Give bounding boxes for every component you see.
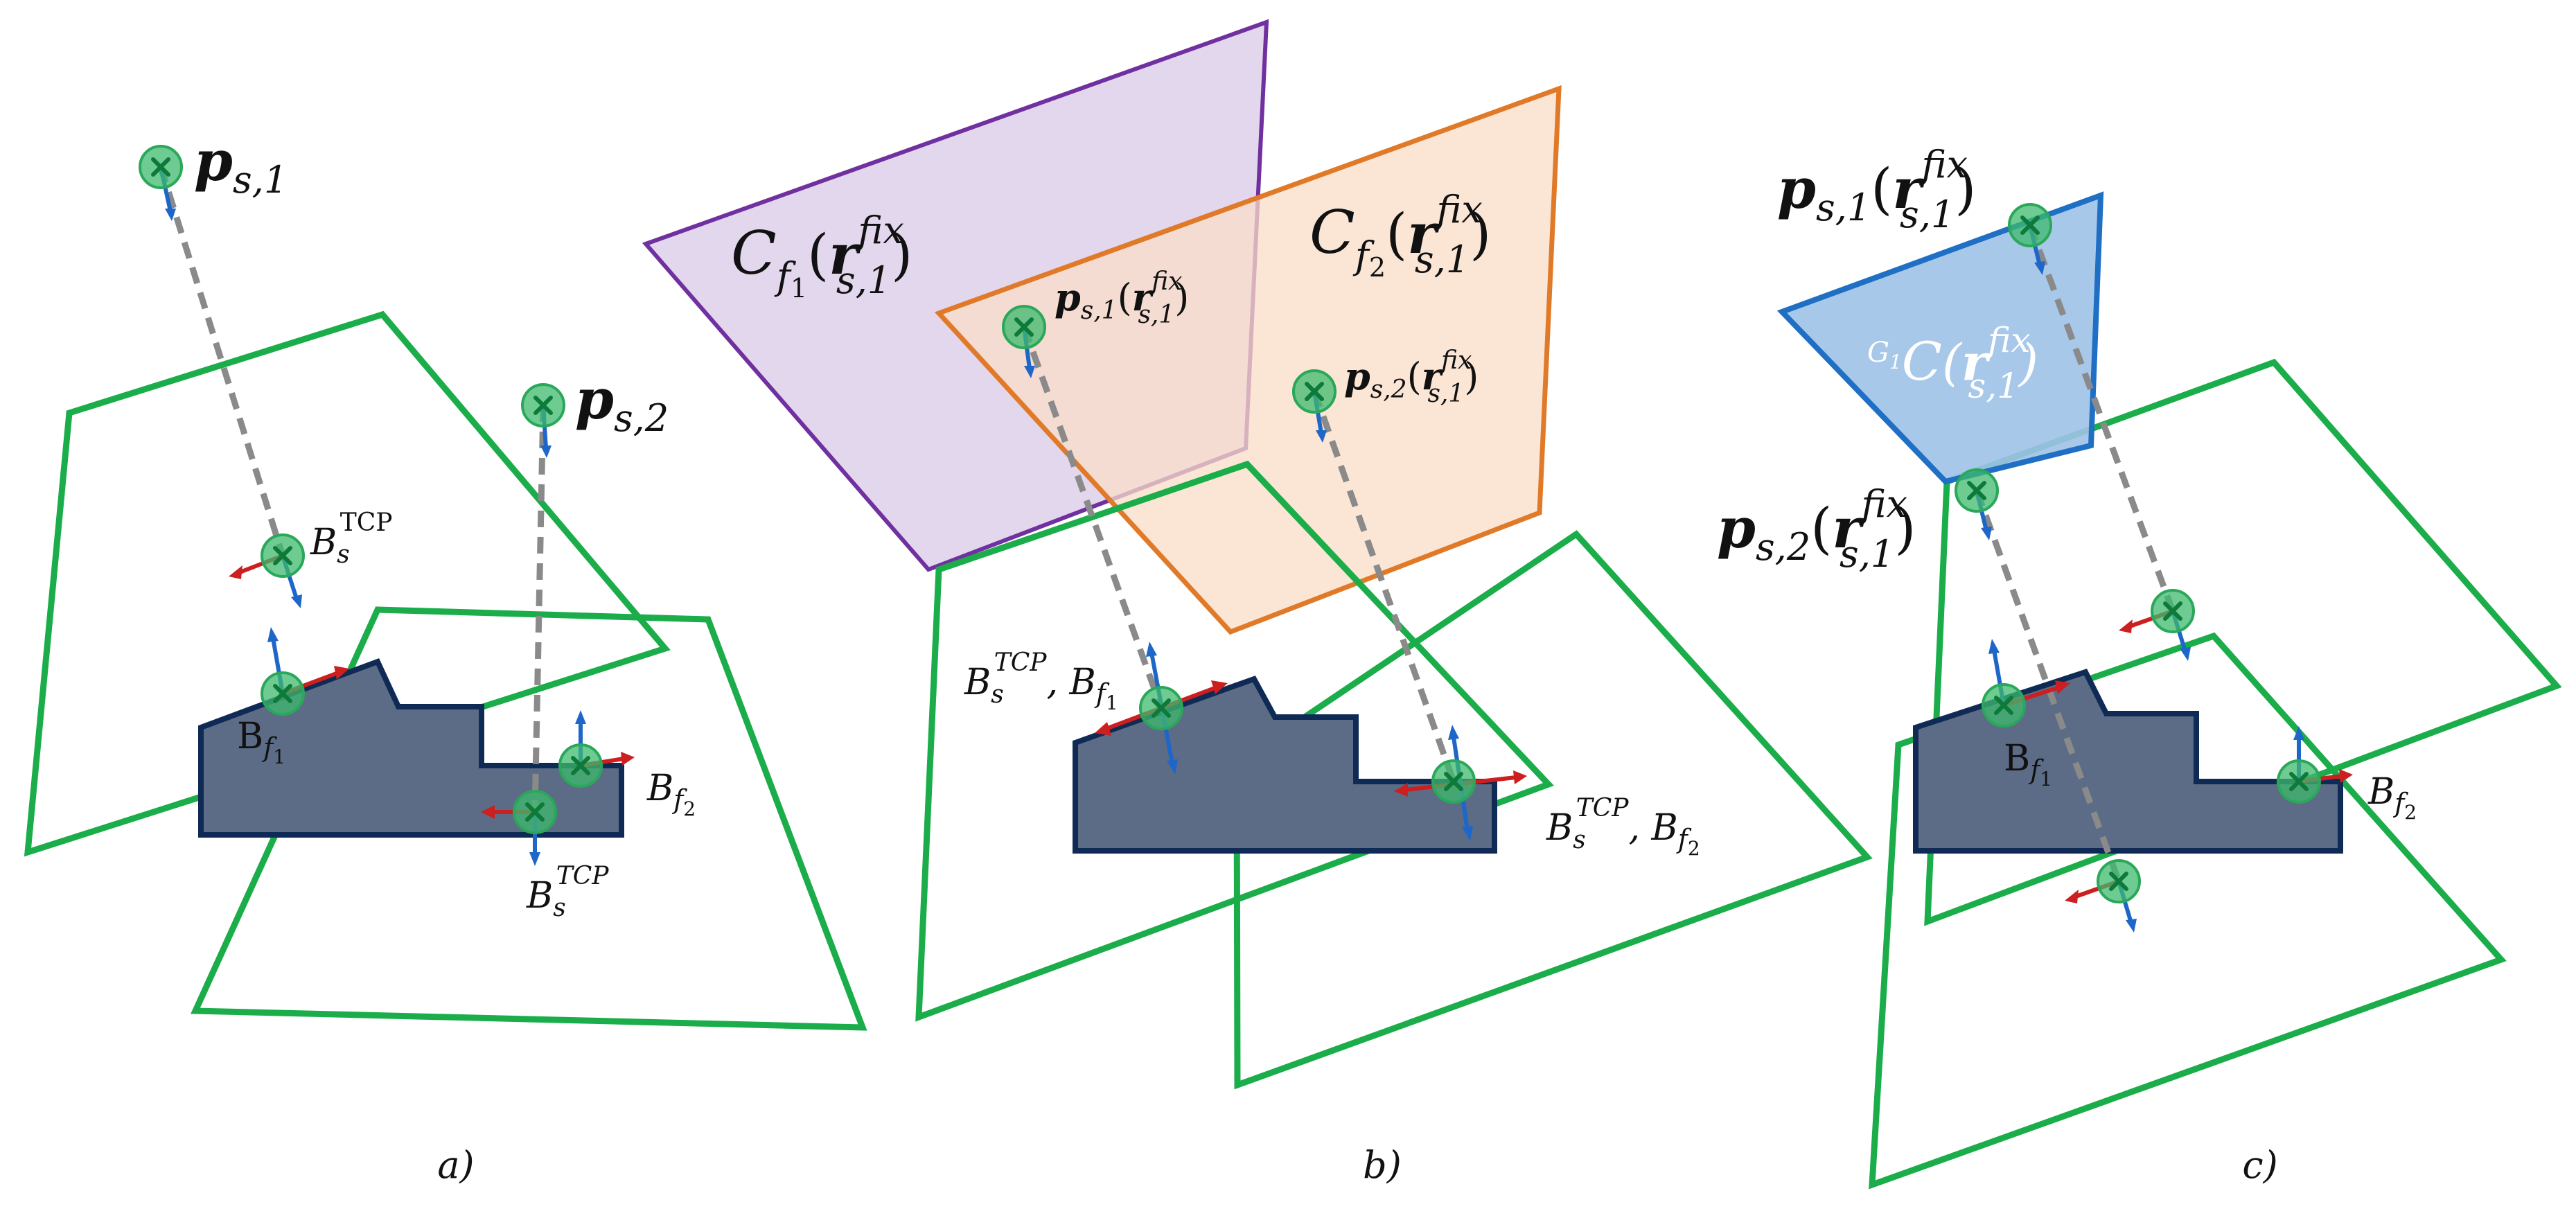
panel-caption: a): [437, 1143, 474, 1187]
label-bf2: Bf2: [646, 768, 696, 820]
panel-caption: c): [2242, 1143, 2277, 1187]
camera-plane: [1869, 632, 2507, 1190]
frame-marker: [521, 383, 565, 458]
tcp-feature-frame-marker: [1394, 725, 1527, 841]
label-bf2: Bf2: [2367, 771, 2417, 824]
feature-frame-marker: [1982, 639, 2070, 727]
label-bs-tcp: BsTCP: [526, 862, 609, 922]
cone-g1: [1776, 191, 2104, 485]
camera-plane: [915, 460, 1554, 1022]
label-bs-bf1: BsTCP, Bf1: [964, 648, 1118, 714]
label-bs-bf2: BsTCP, Bf2: [1546, 794, 1700, 860]
label-bs-tcp: BsTCP: [310, 509, 392, 569]
frame-marker: [1955, 468, 1999, 540]
panel-a: ps,1 ps,2 BsTCP Bf1 Bf2 BsTCP a): [24, 128, 867, 1187]
frame-marker: [1292, 369, 1336, 443]
feature-frame-marker: [261, 627, 349, 716]
label-p-s2: ps,2: [575, 367, 669, 440]
tcp-frame-marker: [481, 790, 557, 866]
frame-marker: [139, 145, 183, 221]
panel-caption: b): [1363, 1143, 1402, 1187]
cone-f2: [934, 85, 1562, 635]
sight-line: [1021, 326, 1165, 709]
workpiece: [198, 658, 624, 838]
feature-frame-marker: [2277, 726, 2353, 804]
tcp-feature-frame-marker: [1095, 642, 1228, 775]
sight-line: [1973, 489, 2122, 883]
sight-line: [531, 405, 547, 813]
sight-line: [1311, 390, 1457, 783]
tcp-frame-marker: [2065, 859, 2141, 933]
sight-line: [157, 166, 286, 557]
camera-plane: [24, 310, 671, 857]
camera-plane: [1233, 530, 1873, 1090]
frame-marker: [2008, 203, 2052, 275]
workpiece: [1073, 676, 1497, 854]
tcp-frame-marker: [229, 533, 305, 608]
label-bf1: Bf1: [2004, 738, 2052, 791]
feature-frame-marker: [558, 710, 635, 788]
label-p-s1: ps,1: [194, 128, 288, 202]
tcp-frame-marker: [2119, 589, 2195, 661]
workpiece: [1913, 669, 2343, 854]
camera-plane: [191, 606, 867, 1031]
frame-marker: [1002, 305, 1046, 378]
sight-line: [2027, 224, 2176, 612]
